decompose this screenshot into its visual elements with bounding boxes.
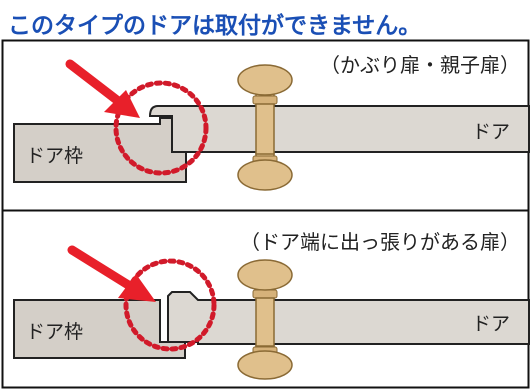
arrow-icon [65,59,140,118]
door-knob-top-icon [237,64,293,96]
panel-bottom: （ドア端に出っ張りがある扉） ドア枠 ドア [13,230,530,380]
outer-border [1,39,530,389]
door-top [148,105,530,153]
panel-top: （かぶり扉・親子扉） ドア枠 ドア [13,53,530,191]
panel-bottom-caption: （ドア端に出っ張りがある扉） [240,230,520,254]
dotted-circle-icon [123,258,217,352]
door-knob-bottom-icon [237,159,293,191]
door-label-bottom: ドア [472,313,510,335]
frame-label-bottom: ドア枠 [26,321,83,343]
arrow-icon [67,245,156,302]
door-label-top: ドア [472,121,510,143]
title: このタイプのドアは取付ができません。 [8,12,421,39]
dotted-circle-icon [113,80,209,176]
door-knob-bottom-icon [237,350,293,380]
frame-label-top: ドア枠 [26,145,83,167]
panel-top-caption: （かぶり扉・親子扉） [320,53,520,77]
door-knob-top-icon [237,259,293,291]
